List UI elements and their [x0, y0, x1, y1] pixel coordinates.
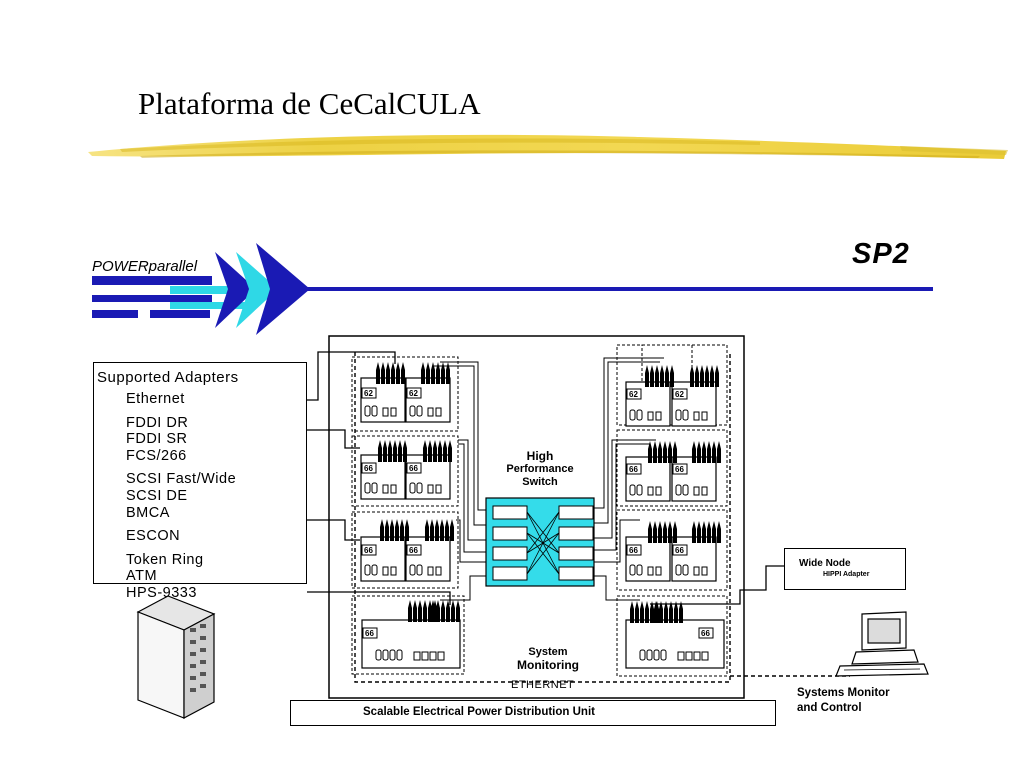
left-node-row-3 [351, 511, 459, 589]
left-node-row-4 [351, 595, 465, 675]
adapter-item: BMCA [126, 504, 170, 521]
logo-arrow-stripes [92, 276, 250, 318]
badge-r3a: 66 [629, 546, 638, 555]
right-node-row-1 [616, 344, 728, 427]
switch-label-line3: Switch [522, 476, 558, 488]
badge-r2a: 66 [629, 465, 638, 474]
adapter-item: Token Ring [126, 551, 204, 568]
left-node-row-1 [351, 356, 459, 432]
badge-l3a: 66 [364, 546, 373, 555]
badge-r1a: 62 [629, 390, 638, 399]
adapter-item: ATM [126, 568, 158, 585]
systems-monitor-label: Systems Monitor and Control [797, 686, 890, 716]
ethernet-dashed-network [354, 352, 850, 683]
high-performance-switch [485, 497, 595, 587]
badge-l1a: 62 [364, 389, 373, 398]
right-node-row-4 [616, 595, 728, 677]
wide-node-subtitle: HIPPI Adapter [823, 571, 870, 578]
switch-label-line2: Performance [506, 463, 574, 475]
monitor-line2: and Control [797, 702, 862, 714]
badge-l3b: 66 [409, 546, 418, 555]
switch-wiring [434, 357, 664, 601]
badge-r1b: 62 [675, 390, 684, 399]
logo-chevron-2 [236, 252, 278, 328]
badge-l2b: 66 [409, 464, 418, 473]
badge-r2b: 66 [675, 465, 684, 474]
monitor-line1: Systems Monitor [797, 687, 890, 699]
storage-cabinet-icon [136, 595, 216, 719]
adapter-item: HPS-9333 [126, 584, 197, 601]
monitoring-line1: System [528, 646, 568, 658]
wide-node-title: Wide Node [799, 558, 851, 569]
adapter-item: Ethernet [126, 391, 185, 407]
wide-node-box: Wide Node HIPPI Adapter [784, 548, 906, 590]
slide-title: Plataforma de CeCalCULA [138, 86, 481, 121]
adapters-title: Supported Adapters [97, 369, 239, 386]
adapter-item: ESCON [126, 528, 181, 545]
power-distribution-unit: Scalable Electrical Power Distribution U… [290, 700, 776, 726]
frame-enclosure [328, 335, 745, 699]
workstation-icon [835, 611, 929, 677]
badge-l1b: 62 [409, 389, 418, 398]
ethernet-label: ETHERNET [511, 679, 575, 691]
wide-node-connector [650, 565, 784, 605]
switch-label-line1: High [526, 449, 554, 463]
product-name: SP2 [852, 238, 910, 270]
system-monitoring-label: System Monitoring [498, 646, 598, 672]
badge-r4: 66 [701, 629, 710, 638]
badge-l4: 66 [365, 629, 374, 638]
right-node-row-3 [616, 509, 728, 591]
switch-label: High Performance Switch [490, 450, 590, 489]
badge-r3b: 66 [675, 546, 684, 555]
adapter-item: FDDI DR [126, 414, 189, 431]
left-node-row-2 [351, 435, 459, 507]
monitoring-line2: Monitoring [517, 658, 579, 672]
brand-name: POWERparallel [92, 258, 198, 275]
adapter-item: SCSI DE [126, 487, 188, 504]
adapter-item: FDDI SR [126, 431, 188, 448]
right-node-row-2 [616, 429, 728, 507]
adapter-item: SCSI Fast/Wide [126, 471, 237, 488]
adapter-item: FCS/266 [126, 447, 187, 464]
logo-chevron-1 [215, 252, 256, 328]
logo-chevron-3 [256, 243, 310, 335]
power-unit-label: Scalable Electrical Power Distribution U… [363, 706, 595, 718]
badge-l2a: 66 [364, 464, 373, 473]
